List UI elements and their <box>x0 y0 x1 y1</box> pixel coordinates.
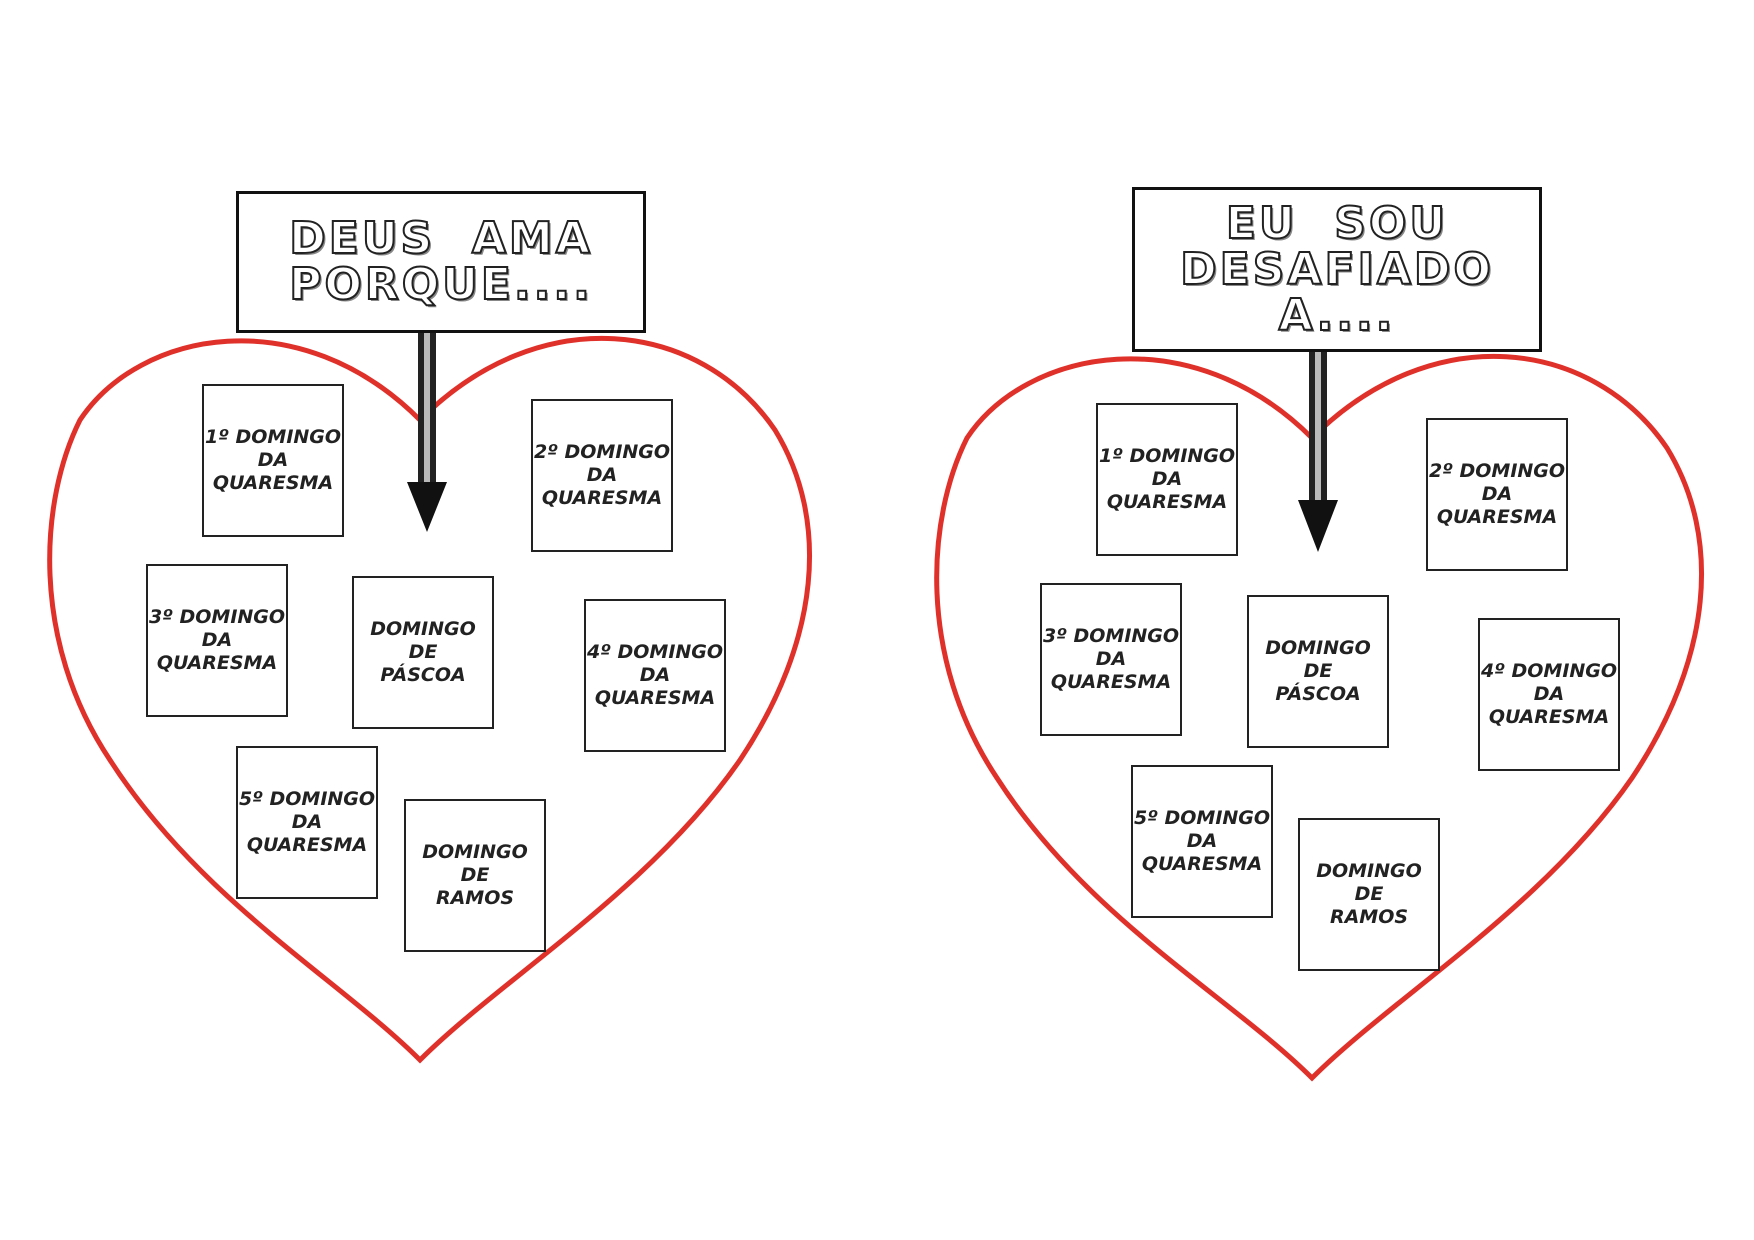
card-label: 2º DOMINGO DA QUARESMA <box>1428 460 1566 528</box>
down-arrow-icon <box>407 322 447 532</box>
card-domingo-2[interactable]: 2º DOMINGO DA QUARESMA <box>1426 418 1568 571</box>
card-domingo-3[interactable]: 3º DOMINGO DA QUARESMA <box>146 564 288 717</box>
card-label: 1º DOMINGO DA QUARESMA <box>204 426 342 494</box>
card-label: 2º DOMINGO DA QUARESMA <box>533 441 671 509</box>
card-label: DOMINGO DE RAMOS <box>1316 860 1422 928</box>
card-pascoa[interactable]: DOMINGO DE PÁSCOA <box>352 576 494 729</box>
heart-outline-icon <box>47 322 812 1064</box>
title-line: DESAFIADO <box>1179 243 1494 295</box>
title-line: DEUS AMA <box>288 213 593 264</box>
card-domingo-3[interactable]: 3º DOMINGO DA QUARESMA <box>1040 583 1182 736</box>
title-line: EU SOU <box>1225 197 1449 249</box>
card-label: 4º DOMINGO DA QUARESMA <box>586 641 724 709</box>
card-label: 3º DOMINGO DA QUARESMA <box>1042 625 1180 693</box>
card-domingo-1[interactable]: 1º DOMINGO DA QUARESMA <box>1096 403 1238 556</box>
title-line: A.... <box>1278 289 1396 341</box>
card-ramos[interactable]: DOMINGO DE RAMOS <box>404 799 546 952</box>
card-domingo-4[interactable]: 4º DOMINGO DA QUARESMA <box>1478 618 1620 771</box>
title-box: DEUS AMA PORQUE.... <box>236 191 646 333</box>
card-pascoa[interactable]: DOMINGO DE PÁSCOA <box>1247 595 1389 748</box>
card-label: 1º DOMINGO DA QUARESMA <box>1098 445 1236 513</box>
down-arrow-icon <box>1298 343 1338 552</box>
card-label: 4º DOMINGO DA QUARESMA <box>1480 660 1618 728</box>
title-line: PORQUE.... <box>288 259 593 310</box>
title-box: EU SOU DESAFIADO A.... <box>1132 187 1542 352</box>
card-label: 5º DOMINGO DA QUARESMA <box>1133 807 1271 875</box>
card-label: DOMINGO DE PÁSCOA <box>370 618 476 686</box>
card-label: 5º DOMINGO DA QUARESMA <box>238 788 376 856</box>
panel-eu-sou-desafiado: EU SOU DESAFIADO A.... 1º DOMINGO DA QUA… <box>877 0 1754 1240</box>
card-domingo-5[interactable]: 5º DOMINGO DA QUARESMA <box>1131 765 1273 918</box>
card-domingo-4[interactable]: 4º DOMINGO DA QUARESMA <box>584 599 726 752</box>
heart-outline-icon <box>934 343 1704 1082</box>
panel-deus-ama: DEUS AMA PORQUE.... 1º DOMINGO DA QUARES… <box>47 191 812 1064</box>
card-domingo-5[interactable]: 5º DOMINGO DA QUARESMA <box>236 746 378 899</box>
card-label: 3º DOMINGO DA QUARESMA <box>148 606 286 674</box>
card-domingo-2[interactable]: 2º DOMINGO DA QUARESMA <box>531 399 673 552</box>
card-ramos[interactable]: DOMINGO DE RAMOS <box>1298 818 1440 971</box>
card-label: DOMINGO DE PÁSCOA <box>1265 637 1371 705</box>
card-label: DOMINGO DE RAMOS <box>422 841 528 909</box>
card-domingo-1[interactable]: 1º DOMINGO DA QUARESMA <box>202 384 344 537</box>
